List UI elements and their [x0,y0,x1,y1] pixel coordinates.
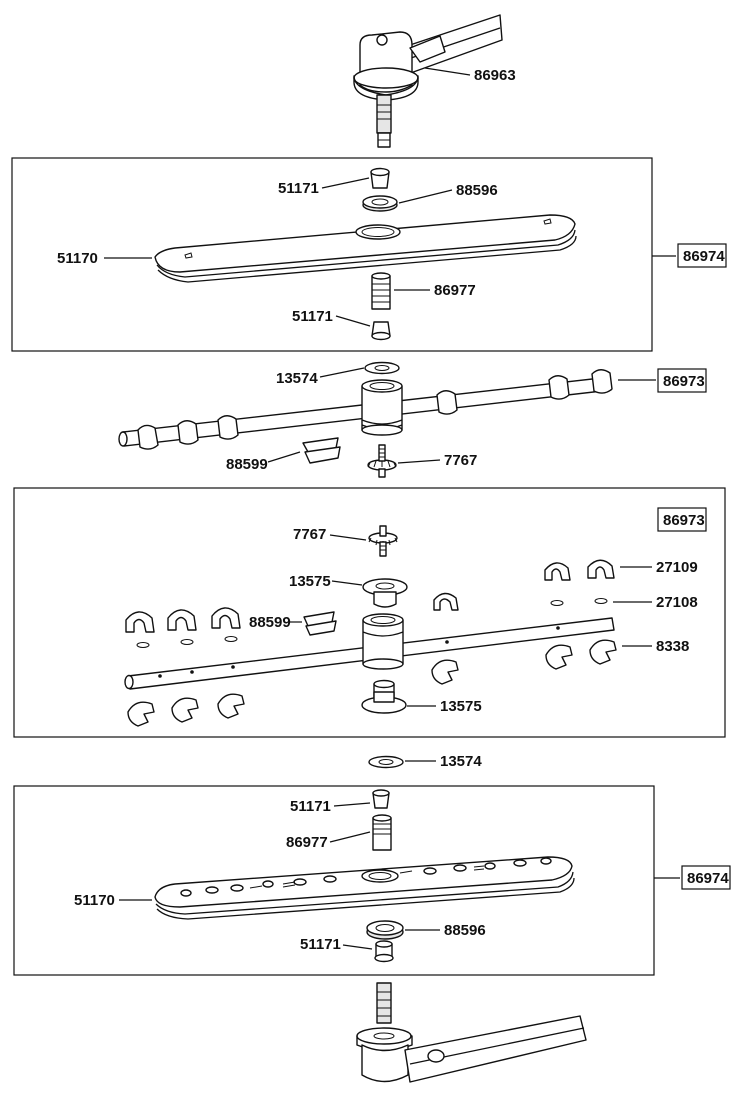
label-13575-bottom: 13575 [440,698,482,715]
label-51171-lower-a: 51171 [290,798,331,815]
label-86977-lower: 86977 [286,834,328,851]
label-86963: 86963 [474,67,516,84]
label-86977-upper: 86977 [434,282,476,299]
lower-arm-kit-frame [13,785,655,976]
label-51171-upper-a: 51171 [278,180,319,197]
label-7767-b: 7767 [293,526,326,543]
bottom-pivot-assembly [356,982,587,1083]
label-13574-b: 13574 [440,753,482,770]
label-88596-lower: 88596 [444,922,486,939]
label-13575-top: 13575 [289,573,331,590]
label-88599-a: 88599 [226,456,268,473]
lower-spray-arm-group: 51171 86977 51170 86974 [74,789,731,963]
manifold-detail-frame [13,487,726,738]
label-86974-lower: 86974 [687,870,729,887]
middle-manifold-assembly: 13574 86973 88599 7767 [118,361,707,478]
label-8338: 8338 [656,638,689,655]
washer-13574-lower: 13574 [368,753,482,770]
label-86973-detail: 86973 [663,512,705,529]
label-51171-upper-b: 51171 [292,308,333,325]
label-86973-mid: 86973 [663,373,705,390]
upper-arm-kit-frame [11,157,653,352]
label-27108: 27108 [656,594,698,611]
label-13574-a: 13574 [276,370,318,387]
upper-spray-arm-group: 51171 88596 51170 86977 51171 86974 [57,167,727,341]
label-27109: 27109 [656,559,698,576]
label-51171-lower-b: 51171 [300,936,341,953]
top-pivot-assembly: 86963 [353,14,516,148]
label-7767-a: 7767 [444,452,477,469]
label-88599-b: 88599 [249,614,291,631]
manifold-detail-group: 86973 7767 13575 27109 27108 [124,507,707,727]
label-51170-upper: 51170 [57,250,98,267]
label-86974-upper: 86974 [683,248,725,265]
label-88596-upper: 88596 [456,182,498,199]
label-51170-lower: 51170 [74,892,115,909]
